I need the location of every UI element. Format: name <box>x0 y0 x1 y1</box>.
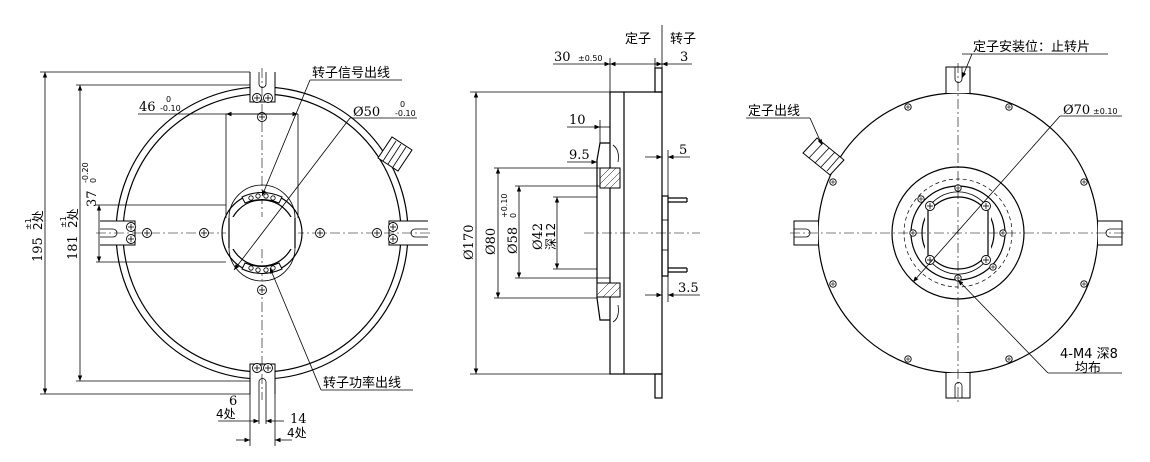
dim-3-5: 3.5 <box>678 281 699 296</box>
side-view: 定子 转子 <box>462 25 700 399</box>
stator-cable <box>802 137 845 176</box>
dim-10: 10 <box>569 113 586 128</box>
dim-42-depth: 深12 <box>544 223 558 250</box>
dim-14: 14 <box>290 412 307 427</box>
dim-6-count: 4处 <box>216 407 236 421</box>
dim-37: 37 <box>85 190 100 207</box>
dim-181-tol: ±1 <box>59 216 68 228</box>
dim-42: Ø42 <box>531 223 546 250</box>
dim-80: Ø80 <box>484 228 499 255</box>
stator-mount-label: 定子安装位：止转片 <box>973 40 1090 55</box>
rotor-signal-out-label: 转子信号出线 <box>312 66 390 81</box>
dim-5: 5 <box>679 143 687 158</box>
rotor-cable <box>377 136 413 172</box>
dim-46-up: 0 <box>166 95 171 104</box>
dim-70-tol: ±0.10 <box>1093 107 1118 116</box>
dim-50-up: 0 <box>400 100 405 109</box>
dim-58-low: 0 <box>509 213 518 218</box>
dim-58: Ø58 <box>506 227 521 254</box>
bottom-tab <box>249 363 276 394</box>
dim-37-low: 0 <box>89 178 98 183</box>
dim-37-up: -0.20 <box>81 162 90 183</box>
dim-58-up: +0.10 <box>500 193 509 218</box>
rotor-power-out-label: 转子功率出线 <box>323 375 401 391</box>
dim-195-tol: ±1 <box>24 218 33 230</box>
dim-46-low: -0.10 <box>160 104 181 113</box>
dim-195: 195 <box>31 237 46 262</box>
dim-3: 3 <box>680 50 688 65</box>
holes-note: 4-M4 深8 <box>1060 347 1118 362</box>
dim-170: Ø170 <box>462 225 477 260</box>
right-bottom-tab <box>945 373 971 399</box>
stator-label: 定子 <box>625 32 651 47</box>
dim-195-count: 2处 <box>31 210 45 230</box>
dim-181: 181 <box>66 235 81 260</box>
stator-out-label: 定子出线 <box>748 104 800 119</box>
dim-30: 30 <box>554 50 571 65</box>
cable-section-bottom <box>596 282 621 298</box>
dim-6: 6 <box>229 394 237 409</box>
dim-30-tol: ±0.50 <box>578 54 603 63</box>
dim-50-low: -0.10 <box>395 109 416 118</box>
dim-14-count: 4处 <box>287 426 307 440</box>
top-tab <box>249 72 276 103</box>
left-view: 46 0 -0.10 Ø50 0 -0.10 转子信号出线 转子功率出线 37 … <box>24 66 432 446</box>
dim-46: 46 <box>139 100 156 115</box>
cable-section-top <box>599 167 621 189</box>
signal-bundle <box>241 192 283 204</box>
dim-181-count: 2处 <box>66 208 80 228</box>
power-bundle <box>241 262 283 274</box>
dim-70: Ø70 <box>1063 103 1090 118</box>
dim-50: Ø50 <box>353 105 380 120</box>
holes-even: 均布 <box>1075 361 1101 376</box>
body-outline <box>609 91 663 375</box>
rotor-label: 转子 <box>670 32 696 47</box>
right-view: 定子安装位：止转片 定子出线 Ø70 ±0.10 4-M4 深8 均布 <box>746 40 1126 402</box>
dim-9-5: 9.5 <box>569 148 590 163</box>
